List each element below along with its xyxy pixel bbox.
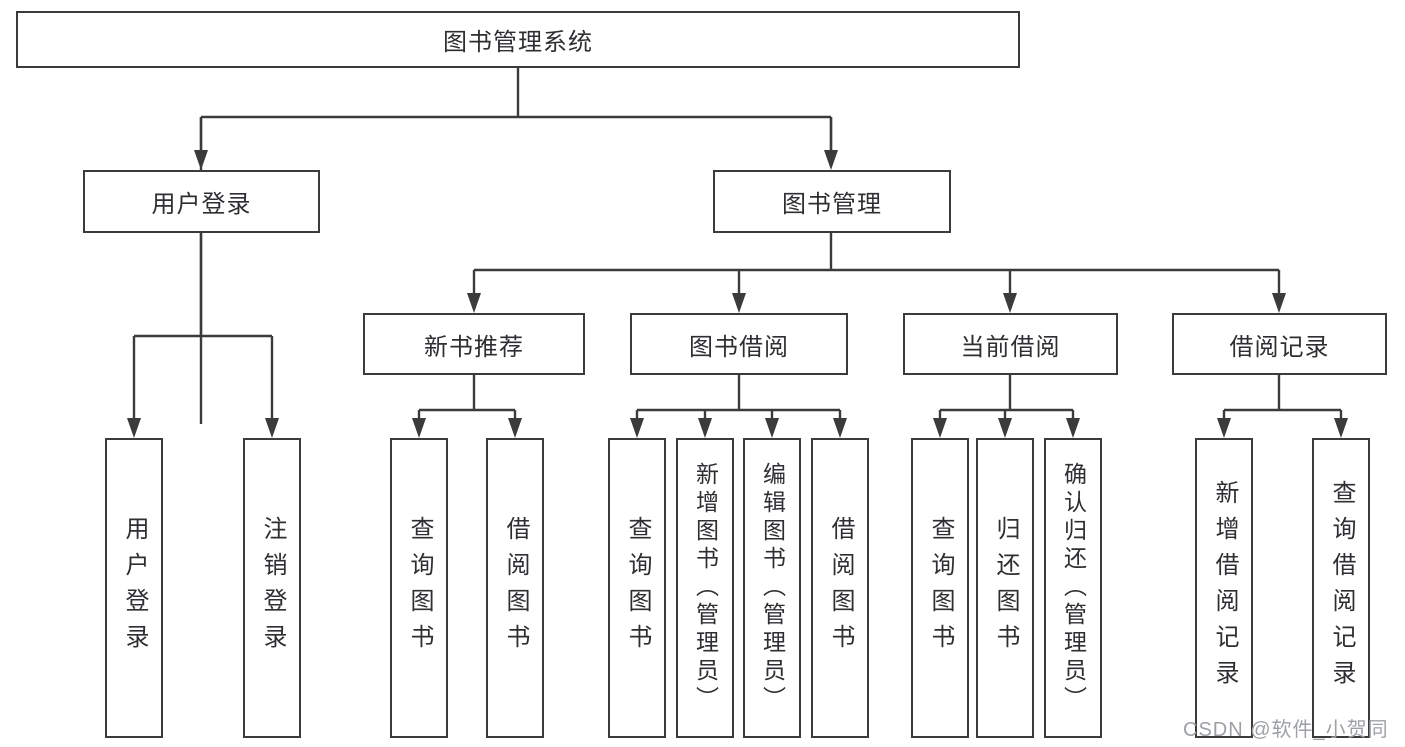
leaf-borrow-books-recommend-label: 借阅图书 [502,516,529,660]
arrow-down-icon [732,293,746,313]
connector-user-login [132,233,274,424]
leaf-query-books-borrow-label: 查询图书 [624,516,651,660]
leaf-add-books-admin-label: 新增图书（管理员） [692,462,719,714]
leaf-logout-login: 注销登录 [243,438,301,738]
leaf-user-login: 用户登录 [105,438,163,738]
node-current-borrow-label: 当前借阅 [960,333,1061,361]
leaf-return-books-label: 归还图书 [992,516,1019,660]
node-root-label: 图书管理系统 [443,29,593,56]
leaf-return-books: 归还图书 [976,438,1034,738]
node-borrow-records-label: 借阅记录 [1229,333,1330,361]
connector-current-borrow [938,375,1075,424]
leaf-confirm-return-admin: 确认归还（管理员） [1044,438,1102,738]
connector-book-borrow [635,375,842,424]
node-current-borrow: 当前借阅 [903,313,1118,375]
arrow-down-icon [1003,293,1017,313]
leaf-add-borrow-record: 新增借阅记录 [1195,438,1253,738]
node-borrow-records: 借阅记录 [1172,313,1387,375]
leaf-query-borrow-record: 查询借阅记录 [1312,438,1370,738]
connector-book-management [472,233,1281,299]
node-book-management-label: 图书管理 [782,191,882,218]
arrow-down-icon [127,418,141,438]
leaf-edit-books-admin: 编辑图书（管理员） [743,438,801,738]
leaf-borrow-books-recommend: 借阅图书 [486,438,544,738]
leaf-add-books-admin: 新增图书（管理员） [676,438,734,738]
arrow-down-icon [1217,418,1231,438]
arrow-down-icon [833,418,847,438]
connector-new-book-recommend [417,375,517,424]
csdn-watermark: CSDN @软件_小贺同学 [1183,719,1389,741]
leaf-add-borrow-record-label: 新增借阅记录 [1211,480,1238,696]
leaf-borrow-books-borrow: 借阅图书 [811,438,869,738]
arrow-down-icon [933,418,947,438]
arrow-down-icon [698,418,712,438]
arrow-down-icon [412,418,426,438]
leaf-edit-books-admin-label: 编辑图书（管理员） [759,462,786,714]
node-book-borrow: 图书借阅 [630,313,848,375]
arrow-down-icon [467,293,481,313]
leaf-user-login-label: 用户登录 [121,516,148,660]
arrow-down-icon [630,418,644,438]
connector-borrow-records [1222,375,1343,424]
leaf-query-borrow-record-label: 查询借阅记录 [1328,480,1355,696]
connector-root [199,68,833,424]
arrow-down-icon [1334,418,1348,438]
arrow-down-icon [1272,293,1286,313]
arrow-down-icon [824,150,838,170]
node-user-login-label: 用户登录 [151,191,252,218]
leaf-query-books-borrow: 查询图书 [608,438,666,738]
node-book-management: 图书管理 [713,170,951,233]
node-root: 图书管理系统 [16,11,1020,68]
arrowheads [127,150,1348,438]
arrow-down-icon [765,418,779,438]
leaf-borrow-books-borrow-label: 借阅图书 [827,516,854,660]
node-new-book-recommend-label: 新书推荐 [424,333,524,361]
arrow-down-icon [1066,418,1080,438]
leaf-query-books-recommend: 查询图书 [390,438,448,738]
leaf-confirm-return-admin-label: 确认归还（管理员） [1060,462,1087,714]
leaf-query-books-current-label: 查询图书 [927,516,954,660]
arrow-down-icon [998,418,1012,438]
arrow-down-icon [508,418,522,438]
connector-root-stubs [199,117,833,156]
leaf-query-books-current: 查询图书 [911,438,969,738]
arrow-down-icon [194,150,208,170]
node-user-login: 用户登录 [83,170,320,233]
arrow-down-icon [265,418,279,438]
node-book-borrow-label: 图书借阅 [689,333,789,361]
leaf-query-books-recommend-label: 查询图书 [406,516,433,660]
leaf-logout-login-label: 注销登录 [259,516,286,660]
node-new-book-recommend: 新书推荐 [363,313,585,375]
